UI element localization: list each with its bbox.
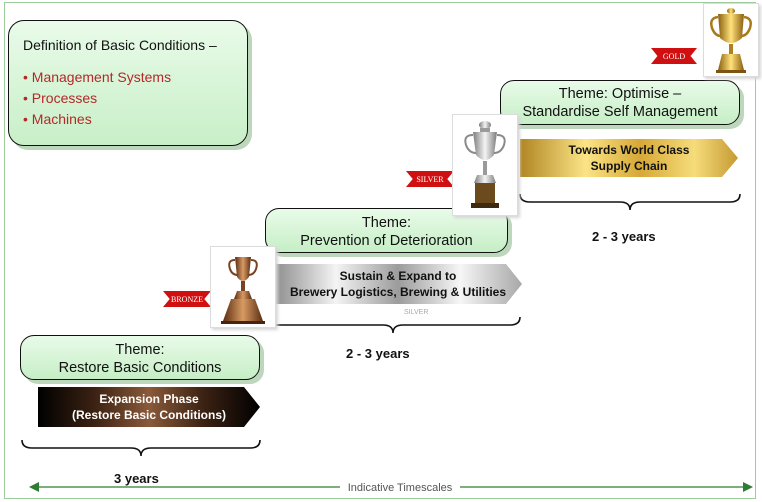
- phase-arrow-line-2: (Restore Basic Conditions): [71, 408, 227, 422]
- phase-arrow-stage-2: Sustain & Expand to Brewery Logistics, B…: [274, 264, 522, 304]
- theme-heading: Theme:: [115, 342, 165, 358]
- theme-name: Restore Basic Conditions: [58, 360, 222, 376]
- theme-box-stage-3: Theme: Optimise – Standardise Self Manag…: [500, 80, 740, 125]
- brace-stage-1: [21, 439, 261, 457]
- phase-arrow-sublabel: SILVER: [404, 309, 429, 316]
- duration-stage-1: 3 years: [114, 471, 159, 486]
- diagram-frame: [4, 2, 756, 499]
- gold-trophy-icon: [710, 8, 752, 73]
- phase-arrow-line-1: Sustain & Expand to: [339, 269, 457, 283]
- phase-arrow-stage-1: Expansion Phase (Restore Basic Condition…: [38, 387, 260, 427]
- phase-arrow-stage-3: Towards World Class Supply Chain: [520, 139, 738, 177]
- phase-arrow-line-1: Towards World Class: [568, 143, 690, 157]
- phase-arrow-line-2: Supply Chain: [590, 159, 668, 173]
- medal-tag-bronze: BRONZE: [163, 291, 211, 307]
- definition-title: Definition of Basic Conditions –: [23, 37, 217, 53]
- timeline-label: Indicative Timescales: [340, 482, 460, 494]
- brace-stage-2: [265, 316, 521, 334]
- medal-tag-gold: GOLD: [651, 48, 697, 64]
- duration-stage-3: 2 - 3 years: [592, 229, 656, 244]
- phase-arrow-line-1: Expansion Phase: [99, 392, 199, 406]
- gold-trophy-card: [703, 3, 759, 77]
- theme-name: Standardise Self Management: [522, 104, 718, 120]
- theme-box-stage-1: Theme: Restore Basic Conditions: [20, 335, 260, 380]
- brace-stage-3: [519, 193, 741, 211]
- theme-heading: Theme: Optimise –: [558, 86, 682, 102]
- definition-item-machines: • Machines: [23, 111, 92, 127]
- definition-item-management-systems: • Management Systems: [23, 69, 172, 85]
- duration-stage-2: 2 - 3 years: [346, 346, 410, 361]
- silver-trophy-card: [452, 114, 518, 216]
- medal-tag-silver: SILVER: [406, 171, 454, 187]
- theme-heading: Theme:: [361, 215, 412, 231]
- bronze-trophy-card: [210, 246, 276, 328]
- theme-name: Prevention of Deterioration: [300, 233, 473, 249]
- silver-trophy-icon: [464, 121, 506, 208]
- bronze-trophy-icon: [221, 257, 265, 324]
- phase-arrow-line-2: Brewery Logistics, Brewing & Utilities: [289, 285, 507, 299]
- definition-box: Definition of Basic Conditions – • Manag…: [8, 20, 248, 146]
- definition-item-processes: • Processes: [23, 90, 98, 106]
